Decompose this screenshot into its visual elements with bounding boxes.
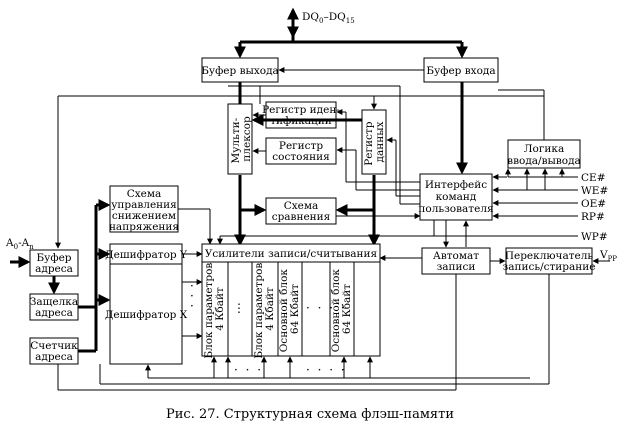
write-automaton-label-2: записи xyxy=(437,261,476,273)
output-buffer-block xyxy=(201,57,279,83)
status-register-label-2: состояния xyxy=(272,151,330,163)
io-logic-block xyxy=(507,139,581,169)
command-interface-label-3: пользователя xyxy=(418,203,494,215)
main-block-1-label: Основной блок 64 Кбайт xyxy=(278,266,301,353)
we-signal-label: WE# xyxy=(581,185,608,197)
power-control-label-4: напряжения xyxy=(109,221,179,233)
data-bus-label: DQ0–DQ15 xyxy=(302,11,355,25)
power-control-label: Схема xyxy=(127,188,162,200)
command-interface-label-2: команд xyxy=(436,191,477,203)
command-interface-block xyxy=(419,173,493,221)
address-buffer-label-2: адреса xyxy=(35,263,73,275)
block-select-lines xyxy=(145,356,530,379)
power-control-block xyxy=(109,185,179,233)
status-register-block xyxy=(265,137,337,165)
wp-signal-label: WP# xyxy=(581,231,608,243)
address-buffer-label: Буфер xyxy=(36,252,71,264)
program-erase-switch-block xyxy=(505,247,593,275)
figure-caption: Рис. 27. Структурная схема флэш-памяти xyxy=(166,407,454,422)
oe-signal-label: OE# xyxy=(581,198,606,210)
power-control-label-2: управления xyxy=(111,199,177,211)
address-counter-block xyxy=(29,337,79,365)
decoder-x-label: Дешифратор X xyxy=(105,309,188,321)
sense-amps-label: Усилители записи/считывания xyxy=(205,248,378,260)
decoder-y-label: Дешифратор Y xyxy=(105,249,188,261)
program-erase-switch-label-2: запись/стирание xyxy=(503,261,596,273)
decoder-x-block xyxy=(109,263,183,365)
command-interface-label: Интерфейс xyxy=(425,179,487,191)
data-register-block xyxy=(361,109,387,175)
rp-signal-label: RP# xyxy=(581,211,605,223)
control-signals xyxy=(217,168,578,245)
address-latch-block xyxy=(29,293,79,321)
write-automaton-label: Автомат xyxy=(433,250,479,262)
memory-dots-1: ⋮ xyxy=(233,301,247,315)
comparison-label-2: сравнения xyxy=(272,211,331,223)
decoder-x-dots: · xyxy=(190,279,196,293)
address-counter-label: Счетчик xyxy=(30,340,78,352)
power-control-label-3: снижением xyxy=(112,210,176,222)
program-erase-switch-label: Переключатель xyxy=(505,250,594,262)
param-block-1-label: Блок параметров 4 Кбайт xyxy=(203,259,226,358)
comparison-label: Схема xyxy=(284,200,319,212)
address-latch-label-2: адреса xyxy=(35,307,73,319)
output-buffer-label: Буфер выхода xyxy=(201,65,279,77)
data-bus xyxy=(234,7,468,59)
data-register-label: Регистр данных xyxy=(363,118,386,166)
main-block-2-label: Основной блок 64 Кбайт xyxy=(330,266,353,353)
address-counter-label-2: адреса xyxy=(35,351,73,363)
io-logic-label: Логика xyxy=(524,143,564,155)
bottom-dots-1: · · · xyxy=(234,363,263,377)
memory-dots-2: · · · · xyxy=(306,301,347,315)
io-logic-label-2: ввода/вывода xyxy=(507,155,581,167)
param-block-2-label: Блок параметров 4 Кбайт xyxy=(253,259,276,358)
multiplexer-block xyxy=(227,103,253,175)
address-latch-label: Защелка xyxy=(30,296,78,308)
vpp-label: VPP xyxy=(599,249,617,263)
memory-array xyxy=(201,261,381,357)
decoder-x-dots-2: · xyxy=(190,289,196,303)
multiplexer-label: Мульти- плексор xyxy=(230,114,253,163)
bottom-dots-2: · · · · xyxy=(306,363,347,377)
decoder-x-dots-3: · xyxy=(190,299,196,313)
status-register-label: Регистр xyxy=(279,140,323,152)
address-input-label: A0-An xyxy=(5,237,34,251)
id-register-block xyxy=(265,101,337,129)
input-buffer-label: Буфер входа xyxy=(426,65,495,77)
ce-signal-label: CE# xyxy=(581,172,606,184)
comparison-block xyxy=(265,197,337,225)
id-register-label: Регистр иден- xyxy=(262,104,340,116)
